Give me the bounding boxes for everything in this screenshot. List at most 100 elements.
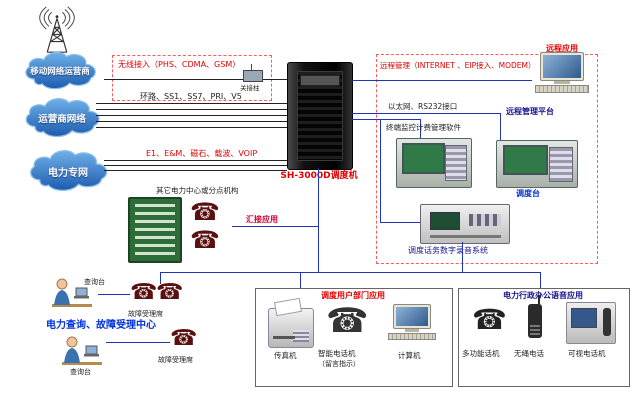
cordless-phone-icon [528,295,542,338]
pc-screen [543,55,581,78]
pc-keyboard [388,332,436,341]
terminal-software-label: 终端监控计费管理软件 [386,123,461,132]
radio-tower-icon [39,6,75,53]
connector-line [380,119,381,222]
recorder-buttons [469,214,501,226]
dispatch-console-icon [396,138,472,188]
connector-line [98,294,130,295]
pc-screen [396,307,428,327]
connector-line [420,119,421,138]
dispatch-console-label: 调度台 [516,189,540,198]
dispatch-exchange-rack [287,62,353,170]
connector-line [352,119,420,120]
connector-line [318,168,319,272]
dept-box-title: 调度用户部门应用 [321,291,385,300]
power-trunk-label: E1、E&M、磁石、载波、VOIP [146,149,258,158]
connector-line [352,113,500,114]
connector-line [380,222,420,223]
fax-slot [273,336,295,339]
connector-line [96,103,287,104]
connector-line [160,272,540,273]
cloud-power-network: 电力专网 [22,148,114,194]
operator-desk-icon [52,278,92,307]
console-keys [444,144,468,182]
remote-mgmt-label: 远程管理（INTERNET 、EIP接入、MODEM） [380,61,536,70]
console-screen [402,143,445,175]
fault-desk-label: 故障受理席 [128,310,163,318]
connector-line [96,127,287,128]
recording-system-label: 调度话务数字录音系统 [408,246,488,255]
connector-line [462,242,463,272]
fax-icon [268,297,314,348]
query-desk-label: 查询台 [84,278,105,286]
carrier-trunk-label: 环路、SS1、SS7、PRI、V5 [140,92,242,101]
cloud-power-label: 电力专网 [48,167,88,179]
recorder-icon [420,204,510,244]
pbx-cabinet-icon [128,197,182,263]
phone-icon: ☎ [130,280,158,305]
video-phone-icon [566,302,616,344]
fax-label: 传真机 [274,351,297,360]
pbx-slots [135,204,175,256]
connector-line [160,272,161,284]
operator-desk-icon [62,336,102,365]
console-screen [502,145,549,175]
cloud-icon [25,51,96,90]
recorder-slot [430,235,501,238]
cloud-carrier-label: 运营商网络 [38,114,86,125]
phone-icon: ☎ [190,198,220,226]
other-centers-label: 其它电力中心或分点机构 [156,186,239,195]
phone-icon: ☎ [190,226,220,254]
dispatch-console-icon [496,140,578,188]
video-phone-label: 可视电话机 [568,349,606,358]
connector-line [300,272,301,288]
recorder-screen [430,212,460,230]
remote-platform-label: 远程管理平台 [506,107,554,116]
computer-label: 计算机 [398,351,421,360]
wireless-access-label: 无线接入（PHS、CDMA、GSM） [118,60,241,69]
pc-base [553,80,571,84]
cloud-icon [25,98,100,138]
cordless-phone-label: 无绳电话 [514,349,544,358]
smart-phone-label: 智能电话机 [318,349,356,358]
video-phone-handset [603,308,611,336]
tandem-app-label: 汇接应用 [246,215,278,224]
cloud-mobile-operator: 移动网络运营商 [12,50,108,92]
management-group-outline [376,54,598,264]
connector-line [96,121,287,122]
cordless-keypad [530,323,540,335]
console-keys [548,146,573,182]
connector-line [232,226,318,227]
cloud-carrier-network: 运营商网络 [16,96,108,140]
fault-desk-label: 故障受理席 [158,356,193,364]
remote-app-pc-icon [532,52,592,100]
wireless-terminal-label: 关接柱 [240,84,260,92]
connector-line [104,170,287,171]
connector-line [500,113,501,140]
pc-monitor [540,52,584,81]
rack-label: SH-3000D调度机 [280,171,358,181]
multi-function-phone-icon: ☎ [472,303,507,336]
ethernet-label: 以太网、RS232接口 [388,102,458,111]
rack-vents [297,71,343,161]
cloud-mobile-label: 移动网络运营商 [30,67,90,77]
fax-keys [293,330,309,342]
connector-line [104,165,287,166]
pc-keyboard [534,84,590,93]
wireless-group-outline [112,55,272,101]
fax-paper [273,297,303,317]
cloud-icon [29,150,108,192]
phone-icon: ☎ [156,280,184,305]
smart-phone-sub-label: （留言指示） [318,360,360,368]
multi-function-phone-label: 多功能话机 [462,349,500,358]
connector-line [352,80,532,81]
connector-line [106,342,170,343]
query-center-title: 电力查询、故障受理中心 [46,320,156,331]
connector-line [104,79,287,80]
smart-phone-icon: ☎ [326,301,369,341]
computer-icon [386,304,438,346]
phone-icon: ☎ [170,326,198,351]
rack-unit [300,75,340,86]
query-desk-label: 查询台 [70,368,91,376]
